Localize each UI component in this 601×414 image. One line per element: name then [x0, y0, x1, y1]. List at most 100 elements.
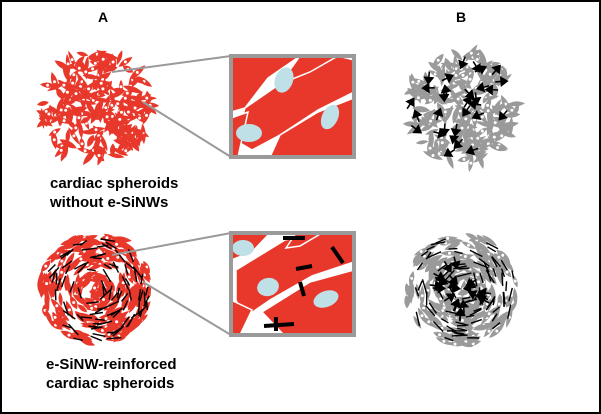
cell-icon [36, 100, 49, 107]
nanowire-icon [427, 251, 442, 259]
nanowire-icon [479, 273, 484, 284]
nanowire-icon [140, 273, 144, 285]
cell-icon [507, 101, 525, 107]
cell-icon [508, 116, 514, 138]
nanowire-icon [90, 335, 103, 342]
arrow-icon [458, 299, 470, 313]
arrow-icon [462, 95, 472, 108]
cell-icon [482, 268, 491, 284]
nanowire-icon [102, 268, 112, 282]
arrow-icon [443, 147, 456, 157]
nanowire-icon [145, 300, 149, 311]
nucleus-icon [320, 104, 340, 130]
cell-icon [514, 103, 520, 115]
arrow-icon [498, 109, 508, 121]
cell-icon [60, 100, 75, 105]
nanowire-icon [428, 302, 437, 314]
nanowire-icon [51, 272, 56, 283]
arrow-icon [435, 275, 449, 287]
cell-icon [440, 65, 446, 87]
nanowire-icon [73, 337, 83, 341]
nanowire-icon [76, 313, 84, 322]
cell-icon [77, 304, 88, 313]
nanowire-icon [106, 337, 122, 340]
nanowire-icon [116, 287, 120, 298]
cell-icon [55, 307, 64, 325]
cell-icon [75, 277, 83, 295]
zoom-cells-bottom [231, 233, 354, 335]
cell-icon [79, 130, 99, 135]
cell-icon [64, 274, 70, 292]
nanowire-icon [108, 285, 113, 300]
arrow-icon [467, 98, 482, 110]
nanowire-icon [453, 265, 467, 270]
cell-icon [425, 129, 439, 135]
cell-icon [490, 65, 498, 78]
nanowire-icon [110, 292, 118, 301]
cell-icon [59, 305, 66, 319]
cell-icon [472, 324, 493, 331]
nanowire-icon [501, 272, 504, 286]
cell-icon [38, 269, 44, 289]
cell-icon [482, 95, 500, 101]
nanowire-icon [491, 322, 501, 330]
nanowire-icon [96, 244, 109, 248]
cell-icon [65, 129, 71, 144]
nanowire-icon [426, 245, 435, 251]
nanowire-icon [56, 278, 62, 292]
nanowire-icon [425, 251, 432, 260]
nanowire-icon [79, 316, 93, 319]
nanowire-icon [451, 334, 468, 337]
cell-icon [110, 237, 129, 245]
nanowire-icon [469, 308, 482, 317]
arrow-icon [475, 81, 490, 93]
arrow-icon [423, 71, 435, 86]
caption-top-line1: cardiac spheroids [50, 175, 179, 192]
cell-icon [87, 134, 95, 147]
arrow-icon [448, 274, 458, 285]
cell-icon [81, 234, 98, 242]
cell-icon [80, 117, 91, 124]
cell-icon [97, 297, 113, 311]
nanowire-icon [507, 304, 512, 319]
cell-icon [478, 152, 484, 169]
cell-icon [72, 294, 91, 307]
cell-icon [116, 138, 128, 153]
nanowire-icon [414, 287, 420, 297]
nanowire-icon [469, 249, 483, 258]
arrow-icon [475, 292, 489, 303]
cell-icon [501, 131, 516, 138]
cell-icon [104, 119, 117, 131]
arrow-icon [449, 135, 461, 145]
nanowire-icon [105, 241, 117, 250]
nanowire-icon [263, 236, 345, 331]
cell-icon [494, 103, 506, 116]
nanowire-icon [492, 296, 496, 306]
cell-icon [457, 289, 471, 296]
nanowire-icon [446, 325, 455, 332]
cell-icon [496, 127, 512, 134]
nanowire-icon [448, 247, 458, 250]
nanowire-icon [121, 276, 130, 290]
cell-icon [448, 255, 463, 262]
arrow-icon [464, 88, 475, 99]
cell-icon [91, 286, 106, 299]
arrow-icon [421, 82, 435, 94]
nanowire-icon [79, 239, 88, 246]
cell-icon [404, 283, 412, 298]
nucleus-icon [257, 277, 279, 297]
arrow-icon [462, 282, 477, 294]
arrow-icon [441, 73, 455, 84]
nanowire-icon [432, 321, 444, 333]
caption-bottom-line2: cardiac spheroids [46, 375, 175, 392]
nanowire-icon [492, 306, 501, 314]
cell-icon [122, 324, 134, 340]
nanowire-icon [61, 260, 73, 269]
nanowire-icon [492, 268, 497, 278]
arrow-icon [484, 84, 499, 96]
cell-icon [512, 287, 518, 306]
nanowire-icon [137, 301, 141, 315]
nanowire-icon [417, 280, 423, 291]
cell-icon [96, 49, 114, 61]
nanowire-icon [109, 263, 119, 268]
